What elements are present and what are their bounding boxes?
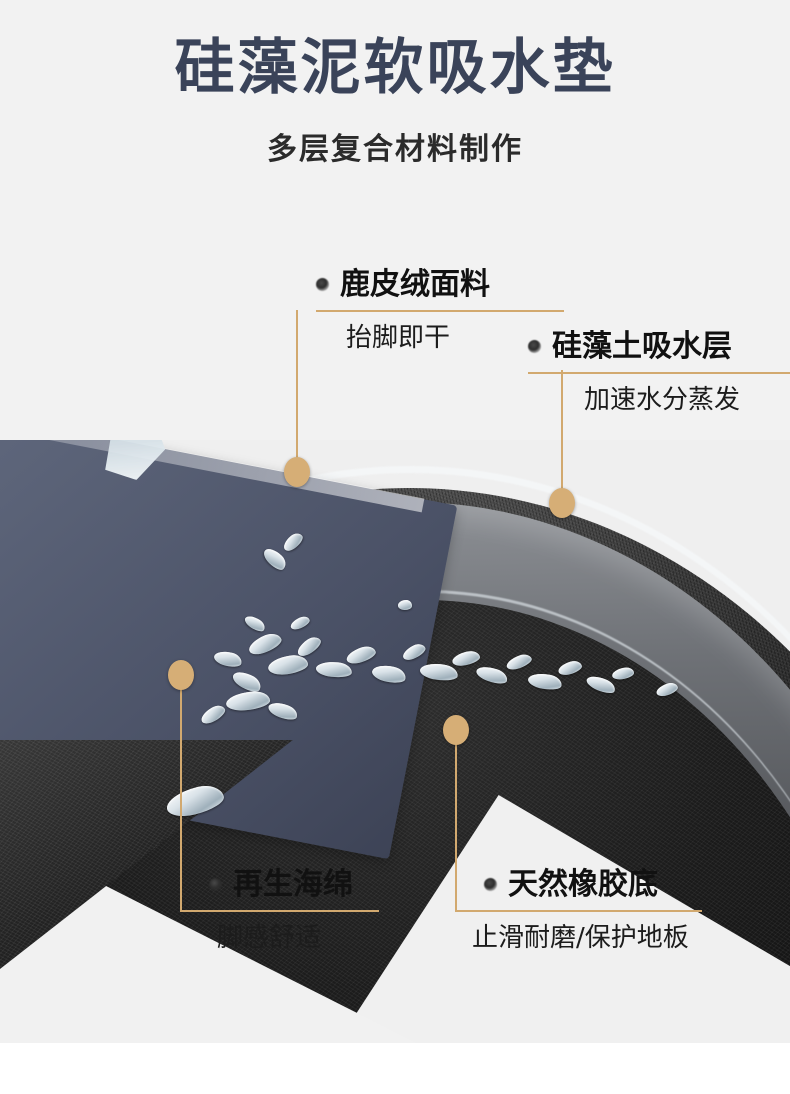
callout-diatomite-layer[interactable]: 硅藻土吸水层 加速水分蒸发: [528, 332, 790, 413]
callout-rule-rubber-base: [456, 910, 702, 912]
callout-sub-diatomite-layer: 加速水分蒸发: [584, 385, 741, 415]
callout-sub-suede-fabric: 抬脚即干: [346, 323, 451, 353]
callout-label-text: 天然橡胶底: [508, 867, 658, 902]
callout-label-text: 硅藻土吸水层: [552, 329, 732, 364]
dot-icon: [484, 878, 497, 891]
connector-dot-sponge: [168, 660, 194, 690]
connector-line-sponge: [180, 680, 182, 912]
callout-label-diatomite-layer: 硅藻土吸水层: [528, 332, 790, 362]
callout-label-text: 再生海绵: [233, 867, 353, 902]
connector-line-rubber-base: [455, 735, 457, 912]
page-title: 硅藻泥软吸水垫: [174, 33, 616, 103]
dot-icon: [528, 340, 541, 353]
callout-rubber-base[interactable]: 天然橡胶底 止滑耐磨/保护地板: [456, 870, 730, 951]
connector-dot-suede-fabric: [284, 457, 310, 487]
callout-label-suede-fabric: 鹿皮绒面料: [316, 270, 566, 300]
callout-rule-suede-fabric: [316, 310, 564, 312]
callout-suede-fabric[interactable]: 鹿皮绒面料 抬脚即干: [316, 270, 566, 351]
dot-icon: [316, 278, 329, 291]
callout-sub-rubber-base: 止滑耐磨/保护地板: [472, 923, 689, 953]
header: 硅藻泥软吸水垫 多层复合材料制作: [0, 0, 790, 165]
callout-label-text: 鹿皮绒面料: [340, 267, 490, 302]
product-photo: [0, 440, 790, 1043]
dot-icon: [209, 878, 222, 891]
connector-line-suede-fabric: [296, 310, 298, 468]
connector-dot-diatomite: [549, 488, 575, 518]
page-subtitle: 多层复合材料制作: [267, 132, 523, 167]
callout-sub-recycled-sponge: 脚感舒适: [217, 923, 322, 953]
callout-label-rubber-base: 天然橡胶底: [484, 870, 730, 900]
callout-rule-recycled-sponge: [181, 910, 379, 912]
callout-label-recycled-sponge: 再生海绵: [209, 870, 409, 900]
infographic-canvas: 硅藻泥软吸水垫 多层复合材料制作: [0, 0, 790, 1043]
connector-dot-rubber-base: [443, 715, 469, 745]
connector-line-diatomite: [561, 370, 563, 502]
callout-recycled-sponge[interactable]: 再生海绵 脚感舒适: [181, 870, 409, 953]
callout-rule-diatomite-layer: [528, 372, 790, 374]
